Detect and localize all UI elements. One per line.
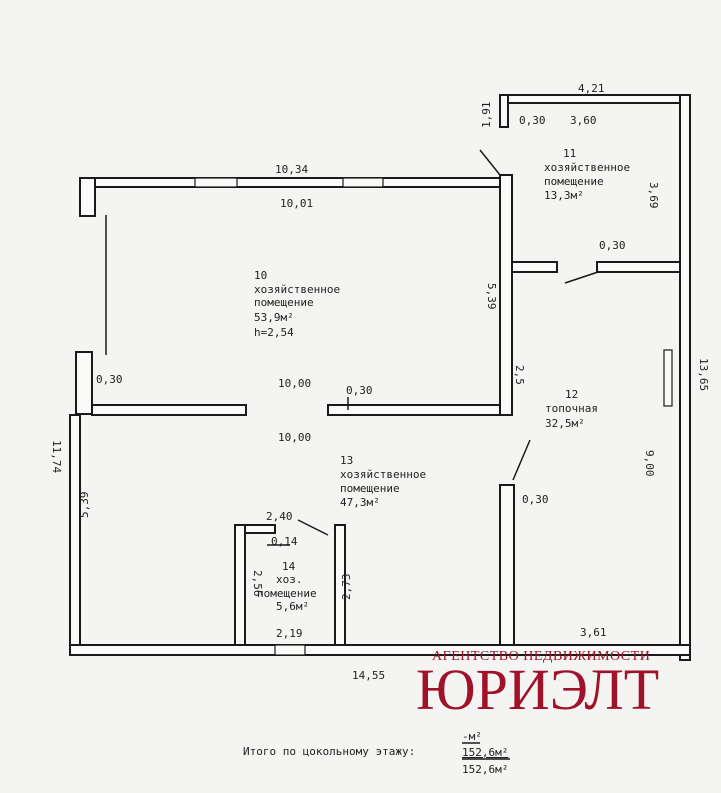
dim-top-inner: 10,01 — [280, 197, 313, 210]
dim-middle-thickness: 0,30 — [346, 384, 373, 397]
dim-room11-outer: 4,21 — [578, 82, 605, 95]
dim-room11-offset: 1,91 — [480, 102, 493, 129]
dim-room11-thickness: 0,30 — [519, 114, 546, 127]
window — [274, 644, 306, 656]
svg-text:Итого по цокольному этажу:: Итого по цокольному этажу: — [243, 745, 415, 758]
svg-text:АГЕНТСТВО НЕДВИЖИМОСТИ: АГЕНТСТВО НЕДВИЖИМОСТИ — [432, 649, 650, 664]
dim-left-total: 11,74 — [50, 440, 63, 473]
svg-text:хоз.: хоз. — [276, 573, 303, 586]
dim-partition: 2,5 — [513, 365, 526, 385]
dim-middle-b: 10,00 — [278, 431, 311, 444]
dim-room12-width: 3,61 — [580, 626, 607, 639]
dim-bottom-outer: 14,55 — [352, 669, 385, 682]
svg-text:хозяйственное: хозяйственное — [544, 161, 630, 174]
svg-text:хозяйственное: хозяйственное — [254, 283, 340, 296]
dim-room11-inner: 3,60 — [570, 114, 597, 127]
room-11-label: 11 хозяйственное помещение 13,3м² — [544, 147, 630, 202]
dim-room12-thickness: 0,30 — [522, 493, 549, 506]
svg-text:5,6м²: 5,6м² — [276, 600, 309, 613]
svg-text:помещение: помещение — [257, 587, 317, 600]
dim-room13-side: 5,39 — [78, 492, 91, 519]
svg-text:32,5м²: 32,5м² — [545, 417, 585, 430]
window — [663, 349, 673, 407]
room-12-label: 12 топочная 32,5м² — [545, 388, 598, 430]
dim-room12-height: 9,00 — [643, 450, 656, 477]
svg-text:14: 14 — [282, 560, 296, 573]
dim-room14-right: 2,73 — [340, 574, 353, 601]
dim-room14-left: 2,56 — [251, 570, 264, 597]
window — [194, 177, 238, 188]
room-14-label: 14 хоз. помещение 5,6м² — [257, 560, 317, 613]
dim-room14-thickness: 0,14 — [271, 535, 298, 548]
svg-text:152,6м²: 152,6м² — [462, 746, 508, 759]
walls — [69, 94, 691, 661]
svg-text:12: 12 — [565, 388, 578, 401]
svg-text:хозяйственное: хозяйственное — [340, 468, 426, 481]
svg-text:помещение: помещение — [254, 296, 314, 309]
dim-top-outer: 10,34 — [275, 163, 308, 176]
agency-watermark: АГЕНТСТВО НЕДВИЖИМОСТИ ЮРИЭЛТ — [416, 649, 659, 722]
dim-room10-side: 5,39 — [485, 283, 498, 310]
floor-totals: Итого по цокольному этажу: -м² 152,6м² 1… — [243, 730, 510, 776]
dim-room14-bottom: 2,19 — [276, 627, 303, 640]
svg-text:13: 13 — [340, 454, 353, 467]
svg-text:152,6м²: 152,6м² — [462, 763, 508, 776]
svg-text:ЮРИЭЛТ: ЮРИЭЛТ — [416, 657, 659, 722]
svg-text:помещение: помещение — [340, 482, 400, 495]
svg-text:топочная: топочная — [545, 402, 598, 415]
svg-text:11: 11 — [563, 147, 576, 160]
svg-text:47,3м²: 47,3м² — [340, 496, 380, 509]
room-10-label: 10 хозяйственное помещение 53,9м² h=2,54 — [254, 269, 340, 339]
svg-text:помещение: помещение — [544, 175, 604, 188]
dim-room11-door: 0,30 — [599, 239, 626, 252]
svg-text:10: 10 — [254, 269, 267, 282]
svg-text:13,3м²: 13,3м² — [544, 189, 584, 202]
window — [342, 177, 384, 188]
dim-right-total: 13,65 — [697, 358, 710, 391]
dim-room11-height: 3,69 — [647, 182, 660, 209]
room-13-label: 13 хозяйственное помещение 47,3м² — [340, 454, 426, 509]
dim-left-thickness: 0,30 — [96, 373, 123, 386]
dim-middle-a: 10,00 — [278, 377, 311, 390]
svg-text:-м²: -м² — [462, 730, 482, 743]
dim-room14-top: 2,40 — [266, 510, 293, 523]
svg-text:53,9м²: 53,9м² — [254, 311, 294, 324]
svg-text:h=2,54: h=2,54 — [254, 326, 294, 339]
